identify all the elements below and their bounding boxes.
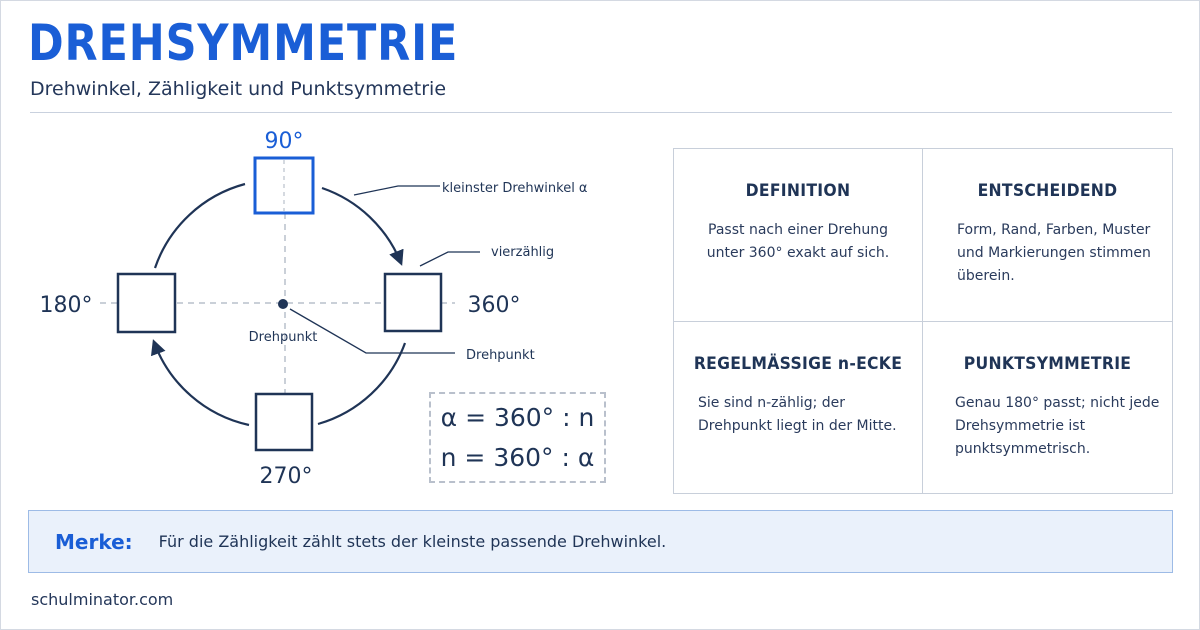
center-label: Drehpunkt	[249, 330, 318, 345]
note-box: Merke: Für die Zähligkeit zählt stets de…	[28, 510, 1173, 573]
rotation-diagram: 90° 180° 360° 270° Drehpunkt kleinster D…	[40, 129, 588, 489]
card-title: DEFINITION	[745, 181, 851, 201]
card-regular-polygons: REGELMÄSSIGE n-ECKE Sie sind n-zählig; d…	[674, 322, 923, 494]
formula-order: n = 360° : α	[440, 442, 595, 472]
angle-label-90: 90°	[265, 129, 304, 154]
note-label: Merke:	[55, 529, 133, 554]
angle-label-180: 180°	[40, 293, 93, 318]
header-divider	[30, 112, 1172, 113]
arc-top-left	[153, 182, 246, 269]
callout-fourfold: vierzählig	[491, 245, 554, 260]
card-title: ENTSCHEIDEND	[977, 181, 1118, 201]
angle-label-270: 270°	[260, 464, 313, 489]
card-title: REGELMÄSSIGE n-ECKE	[693, 354, 903, 374]
formula-angle: α = 360° : n	[440, 402, 595, 432]
callout-pivot: Drehpunkt	[466, 348, 535, 363]
card-decisive: ENTSCHEIDEND Form, Rand, Farben, Muster …	[923, 149, 1172, 322]
callout-line-angle	[353, 185, 440, 196]
arc-bottom-left	[151, 339, 250, 427]
card-point-symmetry: PUNKTSYMMETRIE Genau 180° passt; nicht j…	[923, 322, 1172, 494]
page-subtitle: Drehwinkel, Zähligkeit und Punktsymmetri…	[30, 78, 447, 100]
arc-top-right	[321, 186, 404, 266]
arc-bottom-right	[317, 342, 407, 426]
card-body: Passt nach einer Drehung unter 360° exak…	[706, 222, 890, 261]
info-grid: DEFINITION Passt nach einer Drehung unte…	[673, 148, 1173, 494]
formula-box: α = 360° : n n = 360° : α	[429, 392, 606, 483]
pivot-point	[278, 299, 288, 309]
callout-smallest-angle: kleinster Drehwinkel α	[442, 181, 588, 196]
card-body: Sie sind n-zählig; der Drehpunkt liegt i…	[698, 395, 897, 434]
square-180	[116, 272, 177, 334]
square-270	[254, 392, 314, 452]
angle-label-360: 360°	[468, 293, 521, 318]
footer-credit: schulminator.com	[31, 590, 174, 609]
card-body: Genau 180° passt; nicht jede Drehsymmetr…	[955, 395, 1160, 457]
callout-line-pivot	[289, 308, 455, 354]
page-title: DREHSYMMETRIE	[28, 14, 459, 72]
card-definition: DEFINITION Passt nach einer Drehung unte…	[674, 149, 923, 322]
card-title: PUNKTSYMMETRIE	[963, 354, 1132, 374]
square-360	[383, 272, 443, 333]
card-body: Form, Rand, Farben, Muster und Markierun…	[957, 222, 1151, 284]
note-text: Für die Zähligkeit zählt stets der klein…	[158, 532, 667, 551]
callout-line-fourfold	[419, 251, 480, 267]
